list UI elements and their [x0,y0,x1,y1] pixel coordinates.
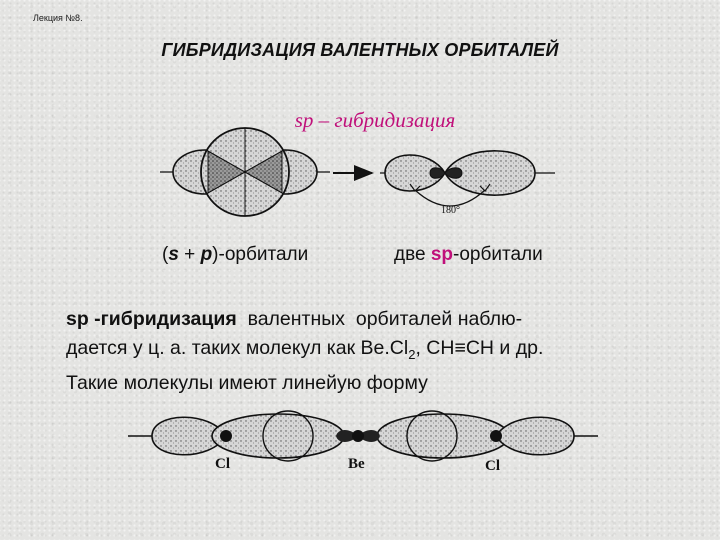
becl2-molecule: Cl Be Cl [128,410,598,474]
caption-s-p-orbitals: (s + p)-орбитали [162,244,309,265]
lecture-number: Лекция №8. [33,13,83,23]
body-paragraph: sp -гибридизация валентных орбиталей наб… [66,308,544,394]
slide-title: ГИБРИДИЗАЦИЯ ВАЛЕНТНЫХ ОРБИТАЛЕЙ [161,40,559,60]
atom-label-cl-left: Cl [215,456,230,472]
sp-orbitals: 180° [380,150,555,216]
atom-label-be: Be [348,456,365,472]
paragraph-lead: sp -гибридизация [66,308,237,330]
caption-sp-orbitals: две sp-орбитали [394,244,543,265]
s-p-orbitals [160,127,330,217]
slide-subtitle: sp – гибридизация [294,108,456,132]
angle-label: 180° [441,205,460,216]
atom-label-cl-right: Cl [485,458,500,474]
